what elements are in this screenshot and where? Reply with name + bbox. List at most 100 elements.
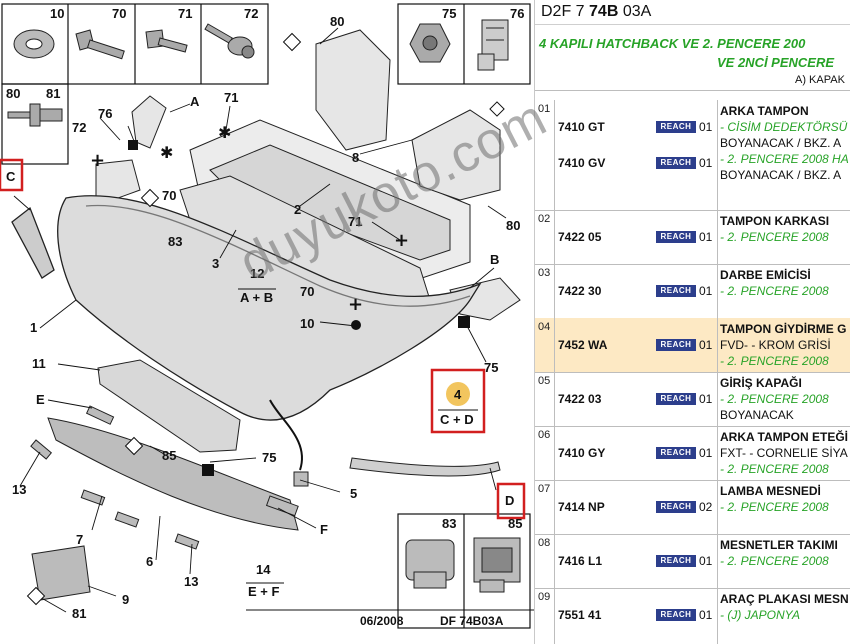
callout: 6 (146, 554, 153, 569)
part-reference[interactable]: 7422 30 (558, 284, 602, 298)
svg-text:+: + (394, 230, 409, 251)
part-title: ARAÇ PLAKASI MESN (720, 592, 849, 606)
callout: 72 (244, 6, 258, 21)
bracket-clip-icon (473, 537, 521, 593)
part-title: GİRİŞ KAPAĞI (720, 376, 802, 390)
section-label: A) KAPAK (535, 70, 850, 91)
column-divider (717, 426, 718, 480)
part-reference[interactable]: 7452 WA (558, 338, 608, 352)
footer-date: 06/2008 (360, 614, 404, 628)
part-title: TAMPON GİYDİRME G (720, 322, 847, 336)
part-note: BOYANACAK (720, 408, 794, 422)
column-divider (717, 318, 718, 372)
leader-lines (13, 27, 507, 613)
callout: 11 (32, 356, 46, 371)
callout: 7 (76, 532, 83, 547)
nut-icon (409, 23, 451, 63)
parts-list-panel: D2F 7 74B 03A 4 KAPILI HATCHBACK VE 2. P… (534, 0, 850, 644)
column-divider (717, 264, 718, 318)
row-number: 02 (535, 210, 555, 264)
small-parts (30, 405, 309, 601)
callout: 3 (212, 256, 219, 271)
part-title: LAMBA MESNEDİ (720, 484, 821, 498)
part-reference[interactable]: 7551 41 (558, 608, 602, 622)
svg-text:+: + (90, 150, 105, 171)
reach-badge: REACH (656, 393, 696, 405)
callout: 13 (184, 574, 198, 589)
part-title: ARKA TAMPON ETEĞİ (720, 430, 848, 444)
callout: 81 (46, 86, 60, 101)
callout: 4 (454, 387, 462, 402)
svg-text:✱: ✱ (218, 123, 231, 142)
callout: 70 (112, 6, 126, 21)
callout: E + F (248, 584, 279, 599)
reach-badge: REACH (656, 555, 696, 567)
callout: 76 (98, 106, 112, 121)
callout: 2 (294, 202, 301, 217)
part-quantity: 01 (699, 608, 713, 622)
row-number: 05 (535, 372, 555, 426)
part-reference[interactable]: 7422 03 (558, 392, 602, 406)
exploded-parts-diagram: + + + ✱ ✱ 10 70 71 72 75 76 80 81 80 76 … (0, 3, 534, 629)
callout: 71 (178, 6, 192, 21)
callout: 71 (348, 214, 362, 229)
part-description: ARAÇ PLAKASI MESN - (J) JAPONYA (720, 591, 850, 623)
screw-washer-icon (204, 23, 255, 59)
callout: 83 (168, 234, 182, 249)
reach-badge: REACH (656, 609, 696, 621)
callout: 70 (162, 188, 176, 203)
part-description: TAMPON KARKASI- 2. PENCERE 2008 (720, 213, 850, 245)
part-reference[interactable]: 7422 05 (558, 230, 602, 244)
part-note: - 2. PENCERE 2008 (720, 392, 829, 406)
screw-icon (145, 29, 188, 53)
mounting-bracket (315, 29, 521, 321)
callout: 76 (510, 6, 524, 21)
reach-badge: REACH (656, 501, 696, 513)
callout: 8 (352, 150, 359, 165)
part-reference[interactable]: 7414 NP (558, 500, 605, 514)
callout: C + D (440, 412, 474, 427)
markers: + + + ✱ ✱ (90, 123, 470, 476)
rivet-icon (7, 103, 63, 127)
part-reference[interactable]: 7416 L1 (558, 554, 603, 568)
part-note: - 2. PENCERE 2008 HA (720, 152, 849, 166)
row-number: 03 (535, 264, 555, 318)
part-reference[interactable]: 7410 GT (558, 120, 605, 134)
reach-badge: REACH (656, 157, 696, 169)
lower-skirt (47, 417, 299, 531)
part-reference[interactable]: 7410 GV (558, 156, 606, 170)
callout: 75 (262, 450, 276, 465)
callout: 1 (30, 320, 37, 335)
column-divider (717, 588, 718, 644)
callout: 12 (250, 266, 264, 281)
variant-title: 4 KAPILI HATCHBACK VE 2. PENCERE 200 (539, 36, 806, 51)
part-title: MESNETLER TAKIMI (720, 538, 838, 552)
part-reference[interactable]: 7410 GY (558, 446, 606, 460)
part-note: BOYANACAK / BKZ. A (720, 168, 842, 182)
washer-icon (13, 29, 55, 59)
row-number: 01 (535, 100, 555, 210)
callout: 70 (300, 284, 314, 299)
callout: A (190, 94, 200, 109)
part-quantity: 01 (699, 230, 713, 244)
callout: 81 (72, 606, 86, 621)
rear-bumper (11, 195, 482, 421)
callout: 75 (484, 360, 498, 375)
callout: 80 (330, 14, 344, 29)
corner-label-c: C (6, 169, 16, 184)
part-description: DARBE EMİCİSİ- 2. PENCERE 2008 (720, 267, 850, 299)
bumper-armature (189, 119, 471, 283)
part-title: TAMPON KARKASI (720, 214, 830, 228)
part-note: - (J) JAPONYA (720, 608, 801, 622)
